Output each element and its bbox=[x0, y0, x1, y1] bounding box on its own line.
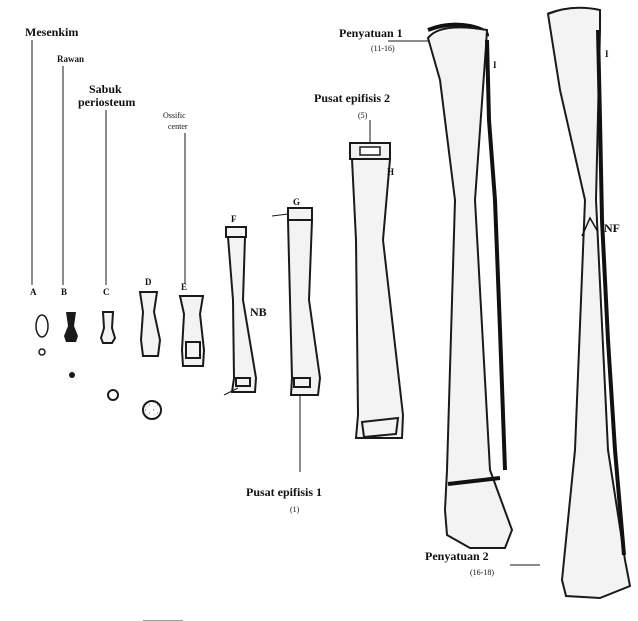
label-rawan: Rawan bbox=[57, 54, 84, 64]
stage-letter-a: A bbox=[30, 287, 37, 297]
stage-letter-b: B bbox=[61, 287, 67, 297]
stage-letter-g: G bbox=[293, 197, 300, 207]
label-mesenkim: Mesenkim bbox=[25, 25, 78, 39]
stage-letter-i-2: I bbox=[605, 49, 609, 59]
label-pusat-epifisis-1-age: (1) bbox=[290, 505, 300, 514]
stage-i-penyatuan-1 bbox=[388, 25, 512, 548]
stage-letter-c: C bbox=[103, 287, 110, 297]
stage-letter-i-1: I bbox=[493, 60, 497, 70]
label-pusat-epifisis-2: Pusat epifisis 2 bbox=[314, 91, 390, 105]
stage-letter-d: D bbox=[145, 277, 152, 287]
label-nf: NF bbox=[604, 221, 620, 235]
stage-h bbox=[350, 120, 403, 438]
label-penyatuan-1: Penyatuan 1 bbox=[339, 26, 403, 40]
label-pusat-epifisis-2-age: (5) bbox=[358, 111, 368, 120]
stage-e-ossific-center bbox=[180, 133, 204, 366]
label-pusat-epifisis-1: Pusat epifisis 1 bbox=[246, 485, 322, 499]
label-nb: NB bbox=[250, 305, 267, 319]
stage-c-periosteal-collar bbox=[101, 110, 118, 400]
stage-b-cartilage bbox=[63, 66, 78, 378]
stage-g bbox=[272, 208, 320, 472]
stage-a-mesenchyme bbox=[32, 40, 48, 355]
stage-letter-e: E bbox=[181, 282, 187, 292]
stage-d bbox=[140, 292, 161, 419]
stage-letter-f: F bbox=[231, 214, 237, 224]
label-penyatuan-1-age: (11-16) bbox=[371, 44, 395, 53]
stage-letter-h: H bbox=[387, 167, 394, 177]
label-sabuk-2: periosteum bbox=[78, 95, 135, 109]
stage-i-penyatuan-2 bbox=[510, 8, 630, 598]
label-sabuk-1: Sabuk bbox=[89, 82, 122, 96]
label-penyatuan-2: Penyatuan 2 bbox=[425, 549, 489, 563]
label-penyatuan-2-age: (16-18) bbox=[470, 568, 494, 577]
label-ossific-2: center bbox=[168, 122, 188, 131]
label-ossific-1: Ossific bbox=[163, 111, 186, 120]
